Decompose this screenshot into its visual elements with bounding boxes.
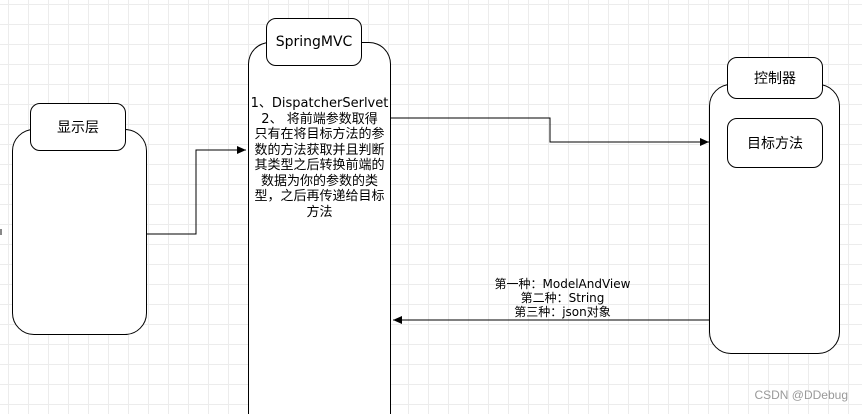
step-2-line: 数的方法获取并且判断: [254, 142, 385, 158]
step-2-line: 方法: [306, 204, 333, 220]
controller-header[interactable]: 控制器: [727, 57, 823, 99]
display-layer-title: 显示层: [57, 120, 99, 136]
return-type-item: 第二种：String: [520, 291, 605, 305]
step-2-line: 只有在将目标方法的参: [254, 127, 385, 142]
edge-marker: [0, 229, 2, 235]
return-type-item: 第三种：json对象: [514, 305, 611, 319]
controller-title: 控制器: [754, 71, 796, 87]
return-types-label: 第一种：ModelAndView 第二种：String 第三种：json对象: [480, 277, 645, 319]
target-method-label: 目标方法: [747, 136, 803, 152]
display-layer-container[interactable]: [12, 129, 147, 335]
step-2-line: 其类型之后转换前端的: [254, 158, 385, 173]
springmvc-header[interactable]: SpringMVC: [266, 18, 362, 66]
display-to-springmvc-arrow: [147, 146, 246, 235]
display-layer-header[interactable]: 显示层: [30, 103, 126, 151]
springmvc-title: SpringMVC: [275, 34, 353, 50]
step-1-text: 1、DispatcherSerlvet: [250, 96, 389, 111]
step-2-line: 数据为你的参数的类: [260, 173, 378, 189]
step-2-line: 2、 将前端参数取得: [261, 111, 378, 127]
return-type-item: 第一种：ModelAndView: [494, 277, 631, 291]
step-2-line: 型，之后再传递给目标: [254, 189, 385, 204]
springmvc-description: 1、DispatcherSerlvet 2、 将前端参数取得 只有在将目标方法的…: [248, 96, 391, 220]
springmvc-to-controller-arrow: [391, 117, 709, 146]
target-method-box[interactable]: 目标方法: [727, 118, 823, 168]
watermark: CSDN @DDebug: [754, 388, 848, 402]
